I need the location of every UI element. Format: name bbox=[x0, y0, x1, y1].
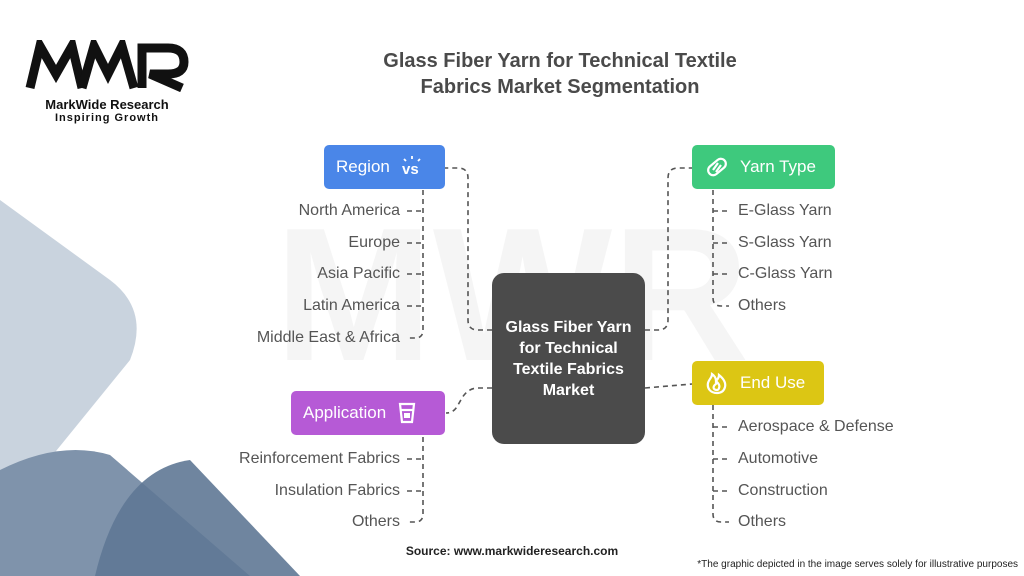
category-region-label: Region bbox=[336, 157, 390, 176]
application-item-3: Others bbox=[351, 513, 400, 530]
yarn-type-item-3: C-Glass Yarn bbox=[738, 265, 833, 282]
region-item-5: Middle East & Africa bbox=[256, 329, 400, 346]
application-item-1: Reinforcement Fabrics bbox=[239, 450, 400, 467]
cup-icon bbox=[398, 402, 416, 424]
end-use-item-4: Others bbox=[738, 513, 787, 530]
logo-brand-name: MarkWide Research bbox=[45, 97, 169, 112]
category-end-use-label: End Use bbox=[740, 373, 806, 392]
title-line-2: Fabrics Market Segmentation bbox=[420, 76, 700, 98]
svg-text:vs: vs bbox=[402, 161, 419, 178]
application-item-2: Insulation Fabrics bbox=[274, 482, 400, 499]
category-application-label: Application bbox=[303, 403, 387, 422]
region-item-1: North America bbox=[298, 202, 400, 219]
vs-icon: vs bbox=[402, 156, 421, 178]
yarn-type-item-1: E-Glass Yarn bbox=[738, 202, 832, 219]
yarn-icon bbox=[707, 157, 727, 177]
region-item-3: Asia Pacific bbox=[317, 265, 400, 282]
region-item-4: Latin America bbox=[303, 297, 400, 314]
category-yarn-type-label: Yarn Type bbox=[740, 157, 816, 176]
end-use-item-2: Automotive bbox=[738, 450, 819, 467]
region-item-2: Europe bbox=[348, 234, 400, 251]
category-end-use: End Use bbox=[692, 361, 824, 405]
hub-node: Glass Fiber Yarn for Technical Textile F… bbox=[492, 273, 645, 444]
flame-icon bbox=[706, 371, 727, 395]
yarn-type-item-2: S-Glass Yarn bbox=[738, 234, 832, 251]
end-use-item-1: Aerospace & Defense bbox=[738, 418, 894, 435]
title-line-1: Glass Fiber Yarn for Technical Textile bbox=[383, 50, 737, 72]
category-region: Region vs bbox=[324, 145, 445, 189]
yarn-type-item-4: Others bbox=[738, 297, 787, 314]
end-use-item-3: Construction bbox=[738, 482, 828, 499]
category-application: Application bbox=[291, 391, 445, 435]
brand-logo: MarkWide Research Inspiring Growth bbox=[22, 33, 212, 124]
mwr-logo-mark bbox=[25, 33, 189, 93]
diagram-title: Glass Fiber Yarn for Technical Textile F… bbox=[330, 48, 790, 100]
disclaimer-note: *The graphic depicted in the image serve… bbox=[697, 559, 1018, 570]
logo-tagline: Inspiring Growth bbox=[55, 112, 159, 124]
source-credit: Source: www.markwideresearch.com bbox=[405, 544, 619, 558]
category-yarn-type: Yarn Type bbox=[692, 145, 835, 189]
